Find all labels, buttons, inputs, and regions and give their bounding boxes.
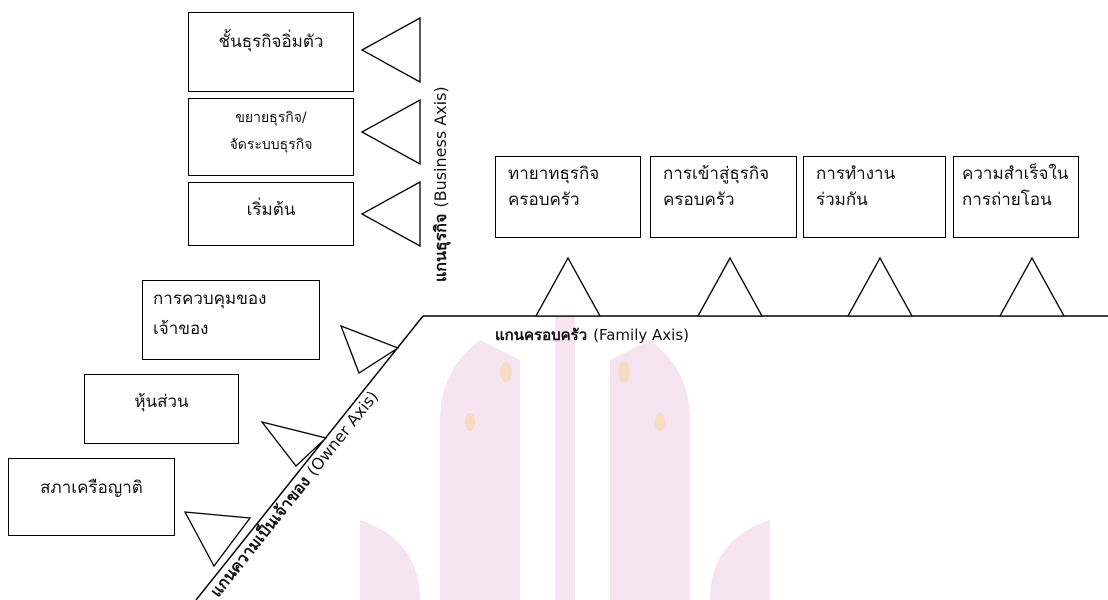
family-stage-work-together-line1: การทำงาน — [816, 164, 896, 184]
owner-stage-kin-council-box: สภาเครือญาติ — [8, 458, 175, 536]
owner-axis-label-light: (Owner Axis) — [303, 387, 382, 479]
business-marker-1 — [360, 16, 421, 84]
family-stage-heirs-line2: ครอบครัว — [508, 190, 580, 211]
family-axis-label-light: (Family Axis) — [593, 326, 689, 344]
family-stage-heirs-line1: ทายาทธุรกิจ — [508, 164, 600, 184]
family-marker-2 — [696, 256, 764, 317]
business-axis-label-light: (Business Axis) — [431, 86, 450, 207]
family-marker-1 — [534, 256, 602, 317]
family-marker-3 — [846, 256, 914, 317]
business-stage-mature-text: ชั้นธุรกิจอิ่มตัว — [218, 32, 324, 52]
family-stage-heirs-box: ทายาทธุรกิจ ครอบครัว — [495, 156, 641, 238]
business-marker-2 — [360, 98, 421, 166]
family-stage-entry-line2: ครอบครัว — [663, 190, 735, 211]
owner-axis-line — [195, 315, 424, 600]
family-stage-work-together-box: การทำงาน ร่วมกัน — [803, 156, 946, 238]
family-axis-label-bold: แกนครอบครัว — [495, 326, 587, 344]
owner-stage-partnership-box: หุ้นส่วน — [84, 374, 239, 444]
family-stage-entry-box: การเข้าสู่ธุรกิจ ครอบครัว — [650, 156, 797, 238]
family-stage-succession-box: ความสำเร็จใน การถ่ายโอน — [953, 156, 1079, 238]
owner-marker-1 — [339, 324, 400, 374]
business-stage-mature-box: ชั้นธุรกิจอิ่มตัว — [188, 12, 354, 92]
business-marker-3 — [360, 180, 421, 248]
business-stage-expand-line2: จัดระบบธุรกิจ — [229, 136, 313, 153]
business-axis-label: แกนธุรกิจ (Business Axis) — [431, 86, 451, 282]
family-stage-entry-line1: การเข้าสู่ธุรกิจ — [663, 164, 770, 184]
owner-stage-partnership-text: หุ้นส่วน — [134, 392, 189, 412]
family-stage-succession-line2: การถ่ายโอน — [962, 190, 1052, 211]
owner-stage-control-line1: การควบคุมของ — [153, 289, 267, 309]
family-marker-4 — [998, 256, 1066, 317]
business-stage-start-text: เริ่มต้น — [246, 200, 296, 220]
owner-marker-3 — [183, 511, 252, 568]
business-stage-start-box: เริ่มต้น — [188, 182, 354, 246]
family-stage-succession-line1: ความสำเร็จใน — [962, 164, 1069, 184]
business-axis-label-bold: แกนธุรกิจ — [431, 214, 451, 282]
business-stage-expand-box: ขยายธุรกิจ/ จัดระบบธุรกิจ — [188, 98, 354, 176]
business-stage-expand-line1: ขยายธุรกิจ/ — [235, 110, 307, 126]
owner-marker-2 — [260, 420, 328, 467]
owner-stage-control-line2: เจ้าของ — [153, 318, 209, 339]
owner-stage-control-box: การควบคุมของ เจ้าของ — [142, 280, 320, 360]
family-axis-label: แกนครอบครัว (Family Axis) — [495, 326, 689, 344]
family-stage-work-together-line2: ร่วมกัน — [816, 190, 868, 211]
owner-stage-kin-council-text: สภาเครือญาติ — [40, 478, 143, 498]
